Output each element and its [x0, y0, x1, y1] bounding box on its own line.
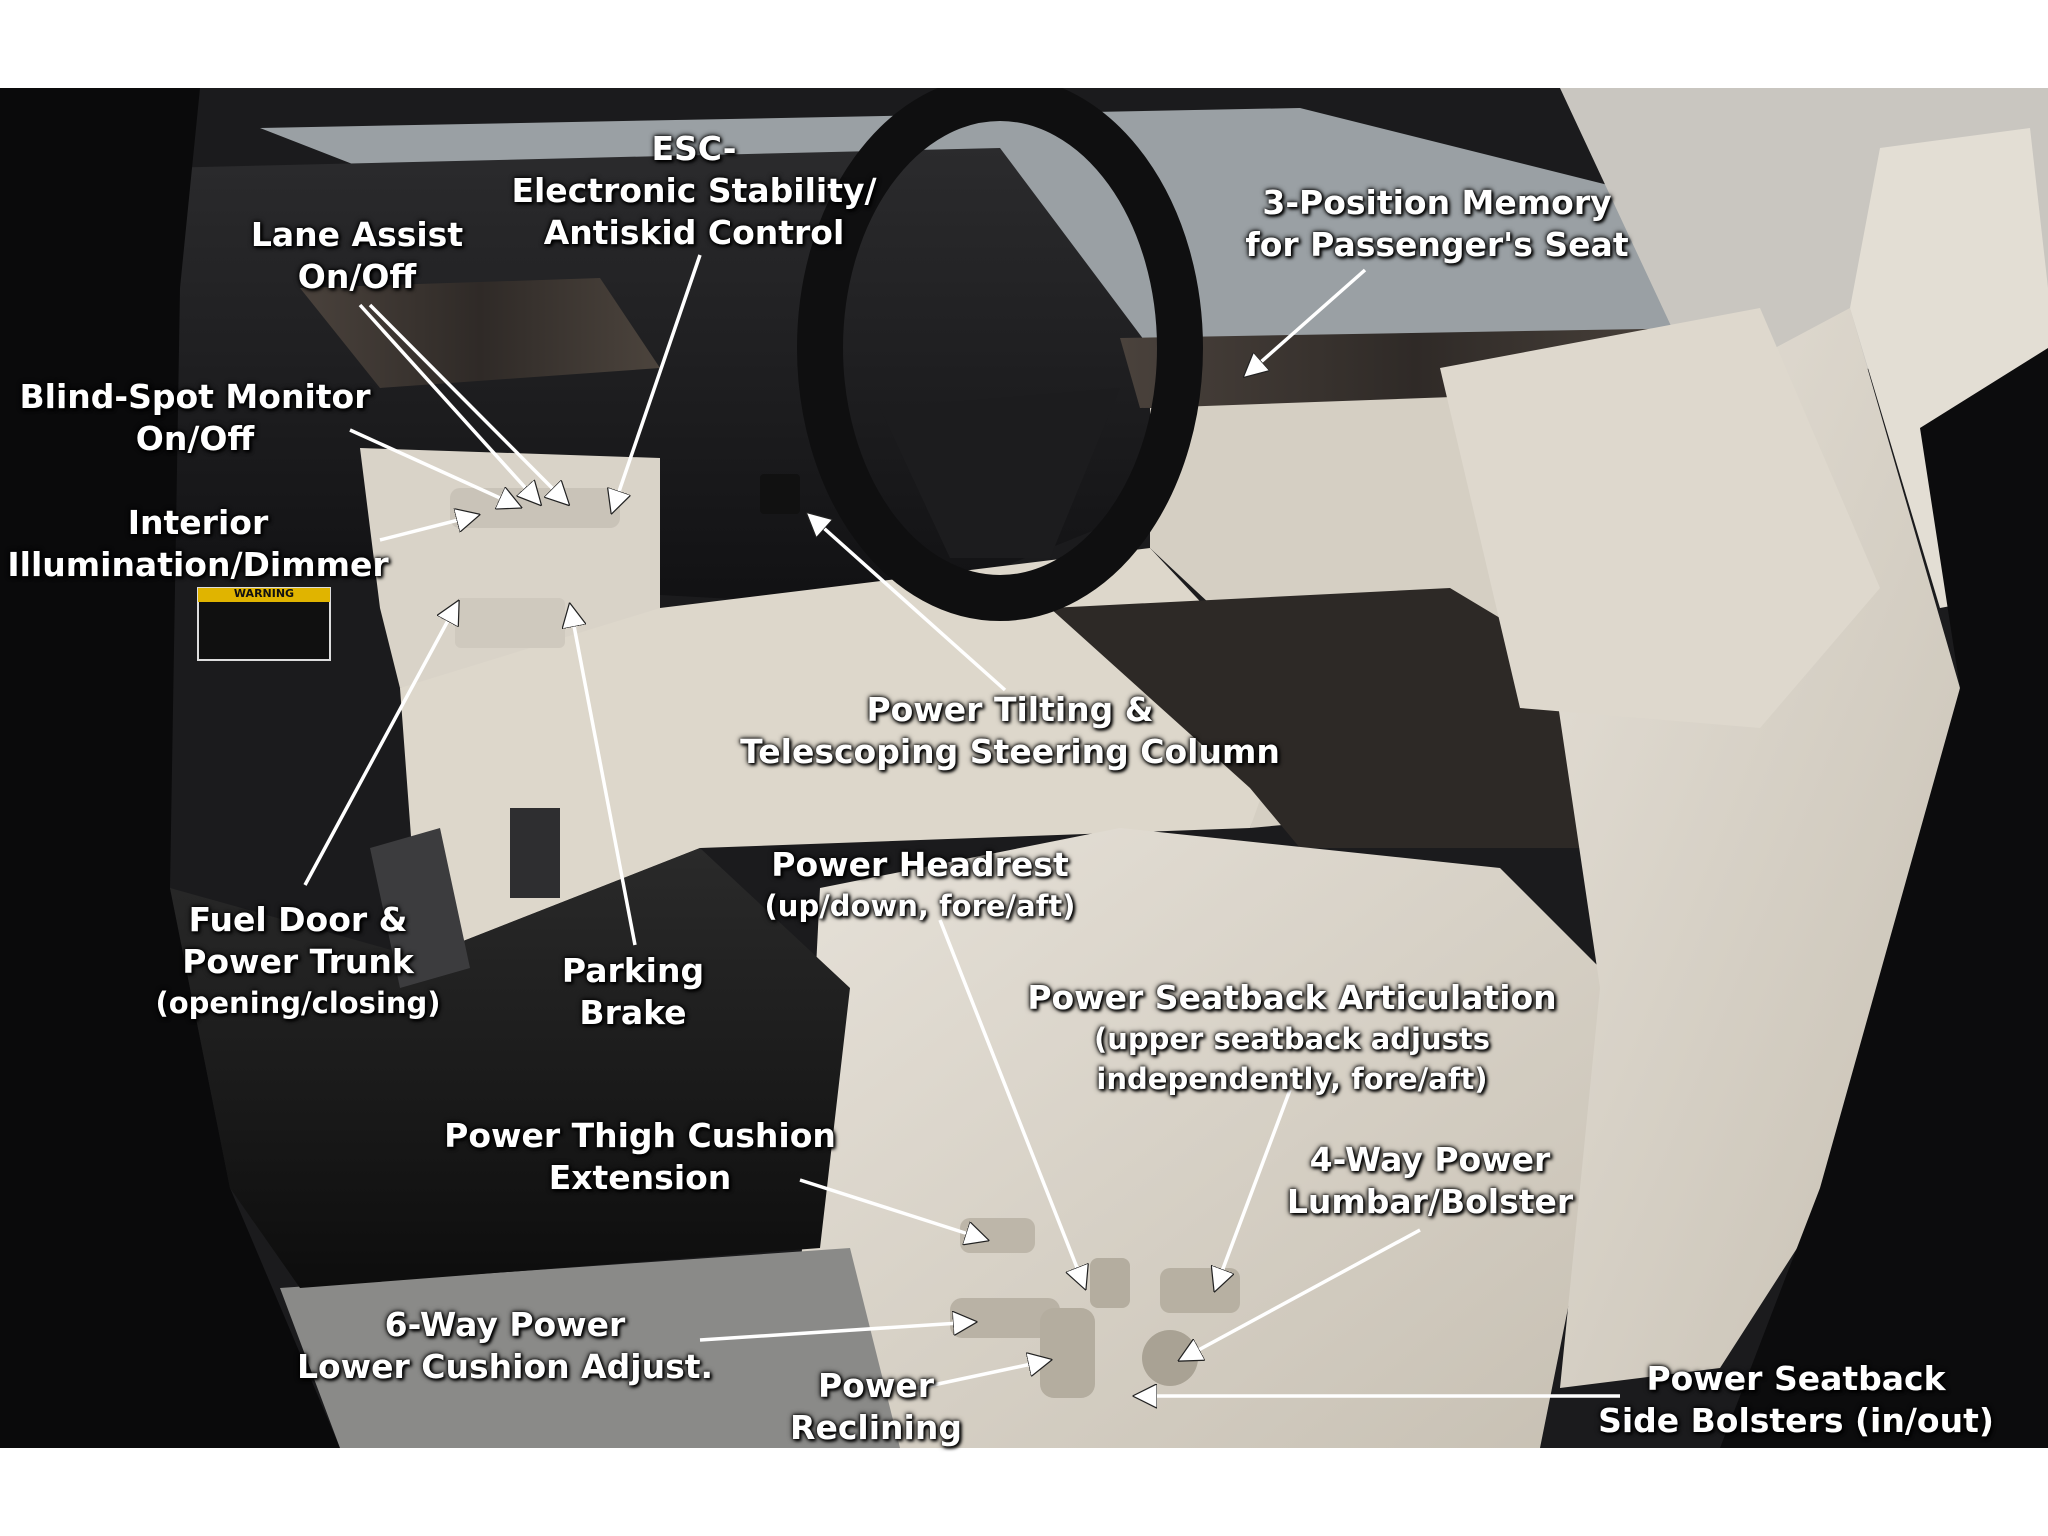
- arrow-parking: [570, 605, 637, 946]
- callout-blind-spot: Blind-Spot Monitor On/Off: [19, 377, 371, 458]
- callout-memory: 3-Position Memory for Passenger's Seat: [1245, 183, 1629, 264]
- callout-fuel-door: Fuel Door & Power Trunk (opening/closing…: [155, 900, 441, 1020]
- arrow-lane-2: [358, 303, 540, 504]
- callout-seatback-articulation: Power Seatback Articulation (upper seatb…: [1027, 978, 1557, 1096]
- arrow-fuel: [303, 602, 458, 886]
- arrow-headrest: [938, 919, 1085, 1288]
- callout-lower-cushion: 6-Way Power Lower Cushion Adjust.: [296, 1305, 714, 1386]
- callout-lane-assist: Lane Assist On/Off: [250, 215, 464, 296]
- callout-steering-column: Power Tilting & Telescoping Steering Col…: [740, 690, 1280, 771]
- arrow-esc: [612, 254, 702, 512]
- callout-thigh-cushion: Power Thigh Cushion Extension: [444, 1116, 836, 1197]
- arrow-blind: [349, 428, 520, 507]
- arrow-lower: [699, 1322, 975, 1342]
- car-interior-photo: [0, 88, 2048, 1448]
- arrow-reclining: [909, 1360, 1050, 1392]
- callout-headrest: Power Headrest (up/down, fore/aft): [764, 845, 1076, 923]
- arrow-seatback: [1215, 1089, 1292, 1290]
- arrow-tilt: [808, 514, 1007, 692]
- callout-side-bolsters: Power Seatback Side Bolsters (in/out): [1598, 1359, 1994, 1440]
- callout-esc: ESC- Electronic Stability/ Antiskid Cont…: [511, 129, 877, 252]
- callout-lumbar: 4-Way Power Lumbar/Bolster: [1286, 1140, 1574, 1221]
- arrow-interior: [379, 515, 478, 542]
- callout-reclining: Power Reclining: [790, 1366, 962, 1447]
- airbag-warning-label-text: WARNING: [233, 587, 295, 600]
- callout-parking-brake: Parking Brake: [561, 951, 705, 1032]
- arrow-lane-1: [368, 303, 568, 504]
- arrow-memory: [1245, 268, 1367, 376]
- callout-interior-illumination: Interior Illumination/Dimmer: [7, 503, 389, 584]
- arrow-thigh: [799, 1178, 987, 1240]
- arrow-lumbar: [1180, 1228, 1421, 1360]
